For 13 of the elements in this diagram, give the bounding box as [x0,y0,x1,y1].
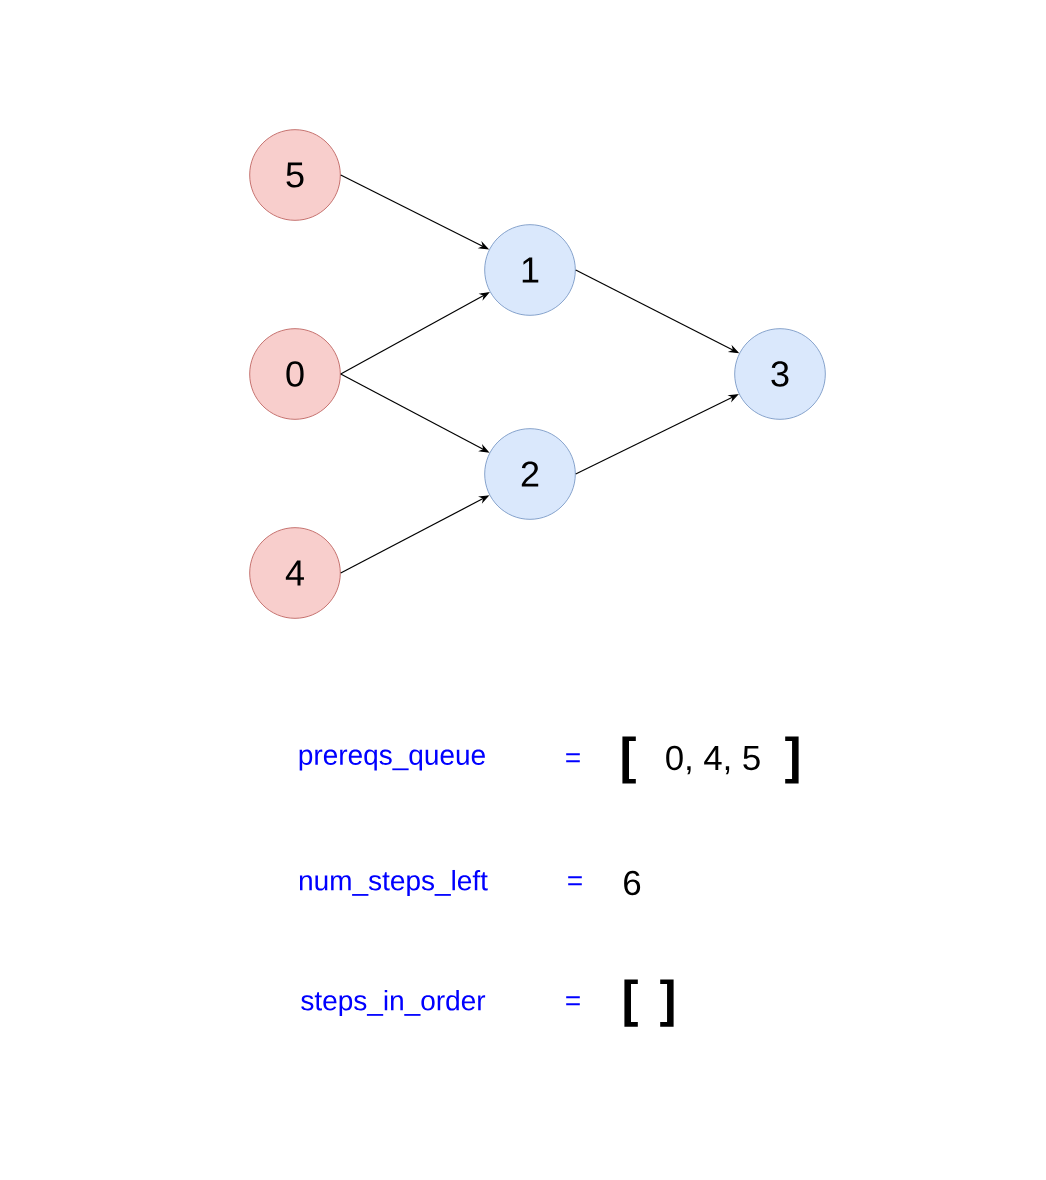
value-text: 6 [624,870,641,896]
equals-sign: = [566,996,580,1006]
equals-sign: = [568,876,582,886]
bracket: [ [624,979,638,1027]
variable-name: num_steps_left [299,869,488,897]
equals-sign: = [566,753,580,763]
variable-name: prereqs_queue [299,749,485,771]
value-text: 0, 4, 5 [666,745,760,775]
bracket: [ [622,736,636,784]
bracket: ] [660,979,674,1027]
bracket: ] [785,736,799,784]
variable-name: steps_in_order [301,989,486,1017]
arrow [340,292,490,375]
